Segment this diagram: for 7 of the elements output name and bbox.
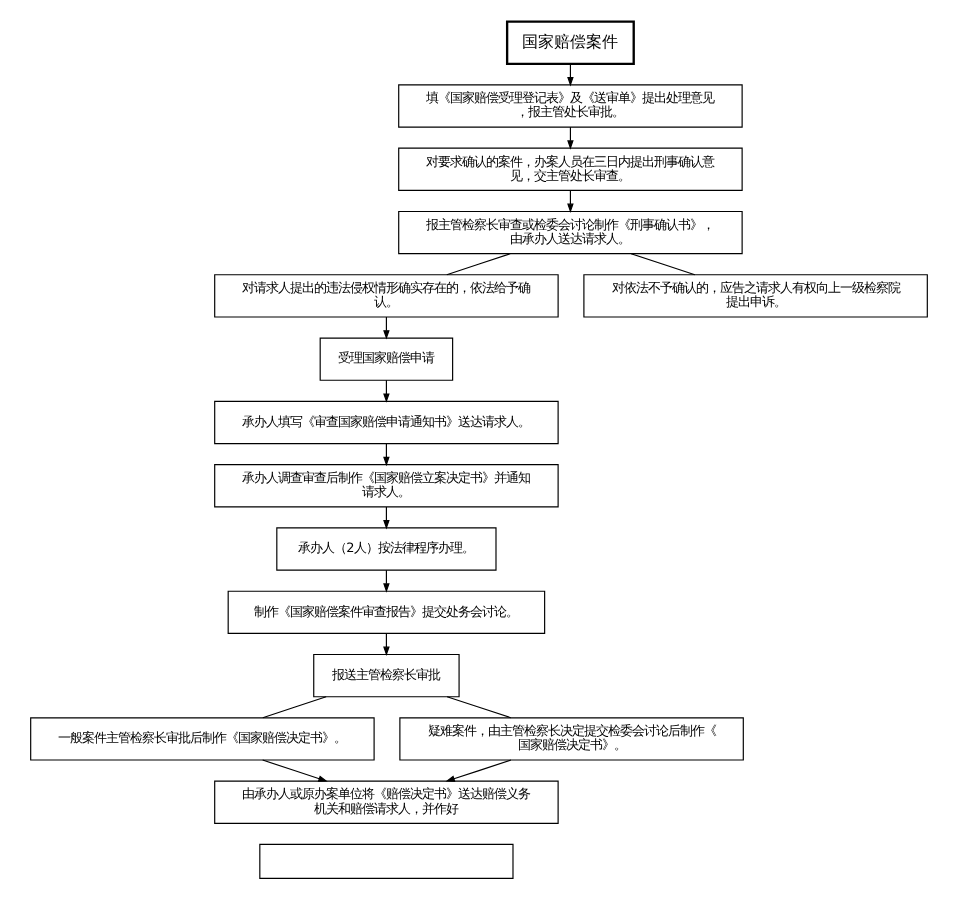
connector <box>261 696 326 719</box>
node-box: 国家赔偿案件 <box>504 20 634 65</box>
arrow <box>444 759 511 782</box>
connector <box>445 253 510 276</box>
arrow <box>261 759 327 782</box>
node-box <box>258 843 513 879</box>
connector <box>445 696 511 719</box>
